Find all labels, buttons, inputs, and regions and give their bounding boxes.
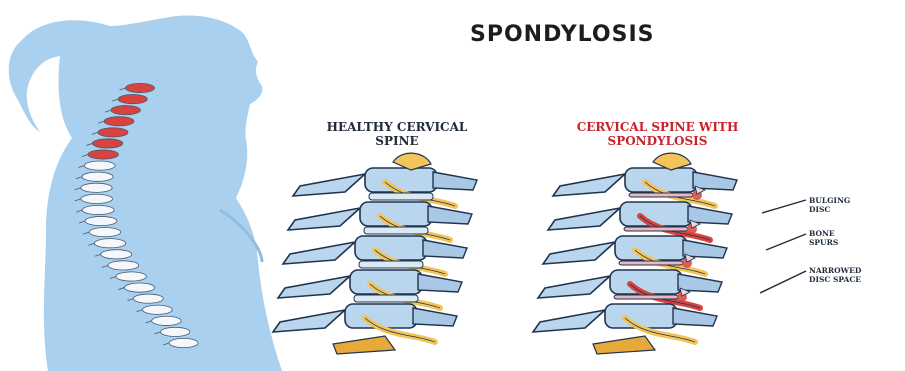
- spinous-process: [433, 172, 477, 190]
- spine-vertebra: [169, 338, 198, 347]
- vertebral-body: [605, 304, 677, 328]
- bulging-disc-label-line-1: BULGING: [809, 196, 889, 205]
- vertebral-body: [360, 202, 432, 226]
- spine-vertebra: [85, 216, 117, 225]
- spinous-process: [673, 308, 717, 326]
- vertebral-body: [355, 236, 427, 260]
- spinous-process: [678, 274, 722, 292]
- spine-vertebra: [92, 139, 122, 148]
- spinous-process: [413, 308, 457, 326]
- spine-vertebra: [108, 261, 139, 270]
- spinous-process: [683, 240, 727, 258]
- vertebral-body: [350, 270, 422, 294]
- healthy-heading-line-1: HEALTHY CERVICAL: [272, 120, 522, 134]
- spine-vertebra: [118, 94, 147, 103]
- intervertebral-disc: [619, 261, 683, 265]
- bulging-disc-label: BULGING DISC: [809, 196, 889, 214]
- transverse-process: [543, 242, 615, 264]
- intervertebral-disc: [624, 227, 688, 231]
- spine-vertebra: [161, 327, 190, 336]
- spondylosis-spine-heading: CERVICAL SPINE WITH SPONDYLOSIS: [535, 120, 780, 148]
- transverse-process: [548, 208, 620, 230]
- spondylosis-heading-line-2: SPONDYLOSIS: [535, 134, 780, 148]
- transverse-process: [293, 174, 365, 196]
- intervertebral-disc: [614, 295, 678, 299]
- healthy-heading-line-2: SPINE: [272, 134, 522, 148]
- spine-vertebra: [88, 150, 119, 159]
- bone-spurs-label-line-1: BONE: [809, 229, 889, 238]
- transverse-process: [538, 276, 610, 298]
- spine-vertebra: [124, 283, 154, 292]
- spine-vertebra: [152, 316, 182, 325]
- bone-spurs-label-line-2: SPURS: [809, 238, 889, 247]
- intervertebral-disc: [629, 193, 693, 197]
- narrowed-disc-label-line-2: DISC SPACE: [809, 275, 899, 284]
- vertebral-body: [610, 270, 682, 294]
- healthy-cervical-spine: [273, 153, 477, 354]
- spine-vertebra: [143, 305, 173, 314]
- lower-vertebra: [333, 336, 395, 354]
- vertebral-body: [625, 168, 697, 192]
- spine-vertebra: [89, 228, 121, 237]
- spinous-process: [418, 274, 462, 292]
- transverse-process: [273, 310, 345, 332]
- spine-vertebra: [82, 205, 114, 214]
- vertebral-body: [345, 304, 417, 328]
- body-silhouette: [9, 16, 282, 371]
- spine-vertebra: [126, 83, 155, 92]
- spine-vertebra: [82, 172, 113, 181]
- bulging-disc-label-line-2: DISC: [809, 205, 889, 214]
- lower-vertebra: [593, 336, 655, 354]
- spine-vertebra: [101, 250, 132, 259]
- spinous-process: [688, 206, 732, 224]
- spondylosis-cervical-spine: [533, 153, 737, 354]
- spine-vertebra: [98, 128, 128, 137]
- spine-vertebra: [116, 272, 147, 281]
- transverse-process: [553, 174, 625, 196]
- intervertebral-disc: [364, 227, 428, 234]
- vertebral-body: [620, 202, 692, 226]
- narrowed-disc-label-line-1: NARROWED: [809, 266, 899, 275]
- transverse-process: [283, 242, 355, 264]
- spine-vertebra: [111, 106, 141, 115]
- intervertebral-disc: [369, 193, 433, 200]
- vertebral-body: [615, 236, 687, 260]
- transverse-process: [533, 310, 605, 332]
- bone-spurs-label: BONE SPURS: [809, 229, 889, 247]
- spinous-process: [428, 206, 472, 224]
- spine-vertebra: [104, 117, 134, 126]
- healthy-spine-heading: HEALTHY CERVICAL SPINE: [272, 120, 522, 148]
- spine-vertebra: [81, 183, 112, 192]
- spinous-process: [693, 172, 737, 190]
- spine-vertebra: [84, 161, 115, 170]
- intervertebral-disc: [354, 295, 418, 302]
- spine-vertebra: [81, 194, 113, 203]
- transverse-process: [288, 208, 360, 230]
- spine-vertebra: [94, 239, 125, 248]
- spinous-process: [423, 240, 467, 258]
- vertebral-body: [365, 168, 437, 192]
- intervertebral-disc: [359, 261, 423, 268]
- narrowed-disc-space-label: NARROWED DISC SPACE: [809, 266, 899, 284]
- label-pointers: [760, 200, 806, 293]
- diagram-title: SPONDYLOSIS: [470, 22, 800, 47]
- spine-vertebra: [133, 294, 163, 303]
- spondylosis-heading-line-1: CERVICAL SPINE WITH: [535, 120, 780, 134]
- transverse-process: [278, 276, 350, 298]
